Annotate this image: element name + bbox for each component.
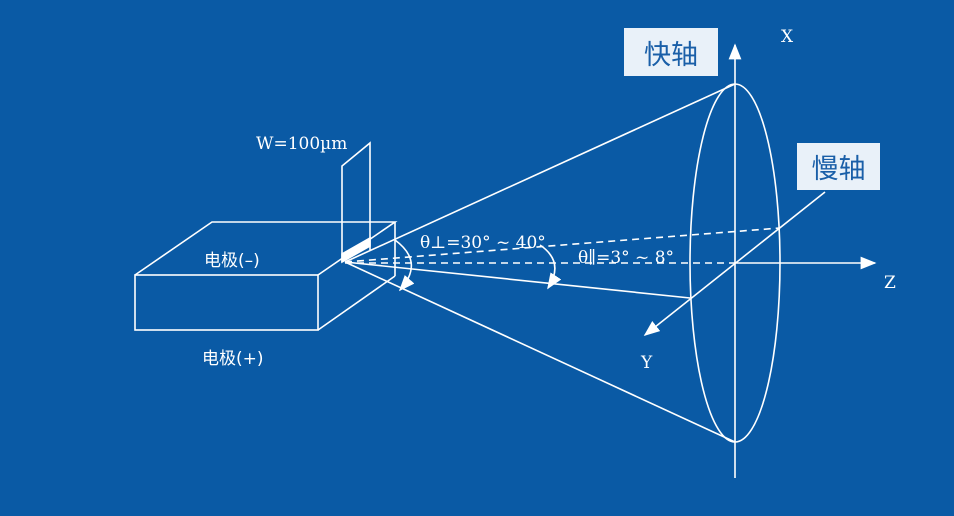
x-axis-label: X <box>781 27 794 47</box>
y-axis-label: Y <box>641 353 653 373</box>
y-axis <box>643 191 826 336</box>
theta-par-label: θ∥=3° ~ 8° <box>578 248 675 268</box>
z-axis-label: Z <box>884 273 896 293</box>
emitter-stripe <box>341 236 371 264</box>
theta-par-arc <box>539 244 562 290</box>
electrode-block <box>134 221 398 331</box>
fast-axis-label: 快轴 <box>624 28 718 76</box>
electrode-negative-label: 电极(–) <box>204 251 260 271</box>
emitter-plane <box>341 141 371 262</box>
slow-axis-label: 慢轴 <box>797 143 880 190</box>
electrode-positive-label: 电极(+) <box>202 349 264 369</box>
theta-perp-arc <box>394 239 415 292</box>
theta-perp-label: θ⊥=30° ~ 40° <box>420 233 546 253</box>
width-label: W=100µm <box>256 134 348 154</box>
